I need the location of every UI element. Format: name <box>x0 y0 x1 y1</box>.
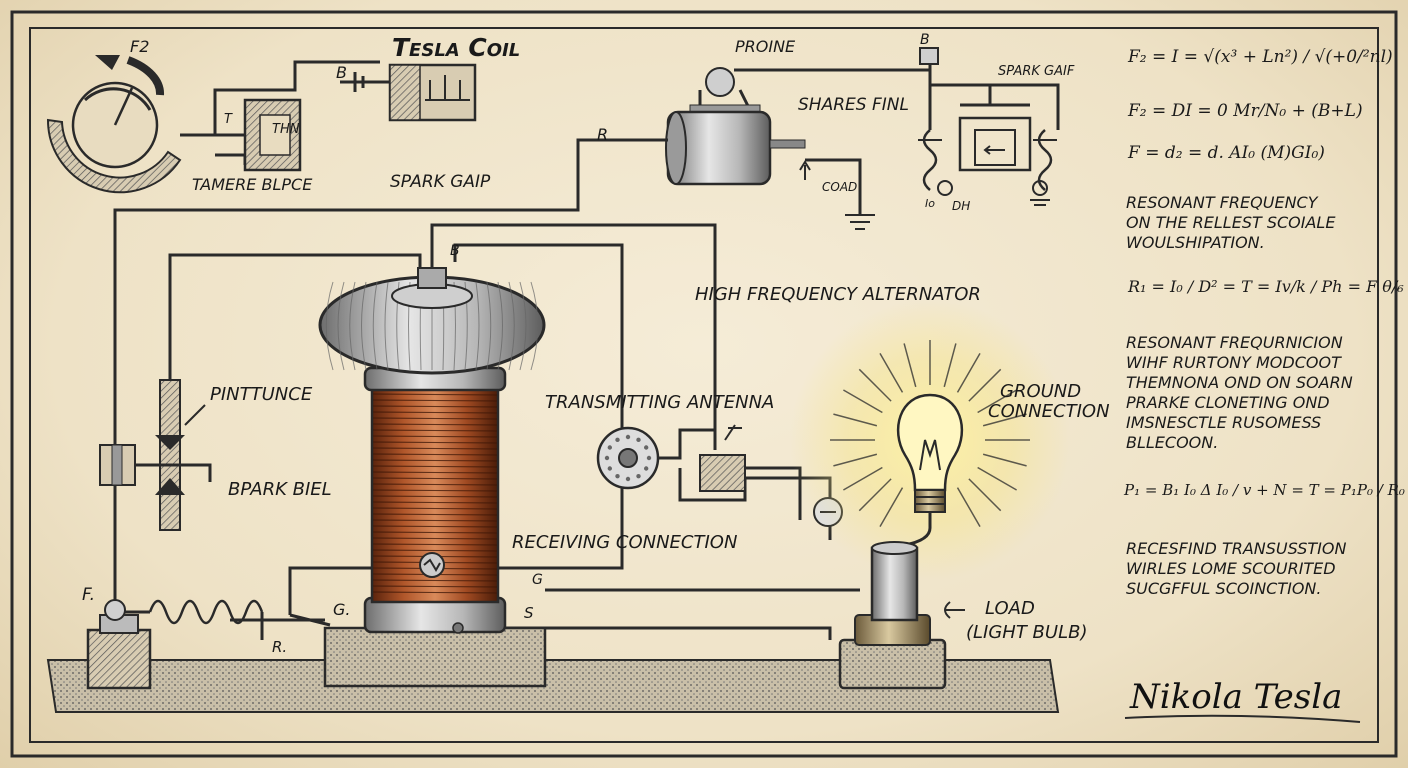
rotary-meter <box>46 55 182 194</box>
label-ground-connection-2: CONNECTION <box>988 401 1110 422</box>
note-3-line-1: RECESFIND TRANSUSSTION <box>1126 539 1346 558</box>
label-f2-top: F2 <box>130 37 149 56</box>
tesla-coil-box <box>340 63 477 122</box>
label-hf-alternator: HIGH FREQUENCY ALTERNATOR <box>695 284 981 305</box>
note-2-line-5: IMSNESCTLE RUSOMESS <box>1126 413 1321 432</box>
labels: Tesla Coil TAMERE BLPCE THN T B F2 PROIN… <box>82 32 1361 723</box>
label-spark-gaif: SPARK GAIF <box>998 64 1075 79</box>
ground-bench <box>46 659 1060 713</box>
label-s-small: S <box>524 604 534 622</box>
spark-gap-circuit <box>918 47 1060 206</box>
outer-border <box>10 10 1398 758</box>
label-pinttunce: PINTTUNCE <box>210 384 313 405</box>
note-2-line-3: THEMNONA OND ON SOARN <box>1126 373 1353 392</box>
note-2-line-4: PRARKE CLONETING OND <box>1126 393 1330 412</box>
signature: Nikola Tesla <box>1129 677 1342 717</box>
inner-border <box>29 27 1379 743</box>
light-bulb <box>790 300 1070 580</box>
label-g-small: G <box>532 572 543 588</box>
title-tesla-coil: Tesla Coil <box>392 33 520 62</box>
note-2-line-2: WIHF RURTONY MODCOOT <box>1126 353 1342 372</box>
label-io: Io <box>925 197 935 210</box>
equation-4: R₁ = I₀ / D² = T = Iv/k / Ph = F θ/₆ 1 <box>1127 277 1408 296</box>
equation-1: F₂ = I = √(x³ + Ln²) / √(+0/²nl) <box>1127 47 1393 67</box>
label-load: LOAD <box>985 598 1035 619</box>
label-proine: PROINE <box>735 37 796 56</box>
label-b-coil: B <box>450 243 460 259</box>
motor-base <box>86 599 264 690</box>
coil-base <box>323 626 547 688</box>
note-1-line-3: WOULSHIPATION. <box>1126 233 1265 252</box>
note-1-line-2: ON THE RELLEST SCOIALE <box>1126 213 1336 232</box>
label-spark-gaip: SPARK GAIP <box>390 172 491 192</box>
label-coad: COAD <box>822 180 857 194</box>
label-t: T <box>224 112 233 127</box>
signature-underline <box>1124 714 1361 723</box>
label-g-left: G. <box>333 600 350 619</box>
equation-5: P₁ = B₁ I₀ Δ I₀ / v + N = T = P₁P₀ / R₀ … <box>1123 481 1408 499</box>
label-dh: DH <box>952 199 970 213</box>
equation-3: F = d₂ = d. AI₀ (M)GI₀) <box>1127 143 1325 163</box>
label-f-left: F. <box>82 585 95 605</box>
note-3-line-3: SUCGFFUL SCOINCTION. <box>1126 579 1321 598</box>
load-receiver <box>838 541 965 690</box>
label-b-right: B <box>920 32 930 48</box>
notes-panel: F₂ = I = √(x³ + Ln²) / √(+0/²nl) F₂ = DI… <box>1123 47 1408 598</box>
label-b-top: B <box>336 63 347 82</box>
label-transmitting-antenna: TRANSMITTING ANTENNA <box>545 392 774 413</box>
main-tesla-coil <box>318 267 547 688</box>
label-light-bulb: (LIGHT BULB) <box>966 622 1087 643</box>
note-2-line-1: RESONANT FREQURNICION <box>1126 333 1343 352</box>
label-shares-finl: SHARES FINL <box>798 95 909 115</box>
probe-assembly <box>665 60 932 230</box>
note-1-line-1: RESONANT FREQUENCY <box>1126 193 1319 212</box>
tamere-block <box>243 98 302 172</box>
label-tamere-blpce: TAMERE BLPCE <box>192 175 313 194</box>
equation-2: F₂ = DI = 0 Mr/N₀ + (B+L) <box>1127 101 1363 121</box>
note-3-line-2: WIRLES LOME SCOURITED <box>1126 559 1336 578</box>
note-2-line-6: BLLECOON. <box>1126 433 1218 452</box>
spark-gap-assembly <box>99 379 212 531</box>
label-thn: THN <box>272 122 300 137</box>
label-r-top: R <box>597 125 608 144</box>
label-r-bottom: R. <box>272 638 287 656</box>
label-bpark-biel: BPARK BIEL <box>228 479 332 500</box>
label-ground-connection-1: GROUND <box>1000 381 1081 402</box>
label-receiving-connection: RECEIVING CONNECTION <box>512 532 737 553</box>
